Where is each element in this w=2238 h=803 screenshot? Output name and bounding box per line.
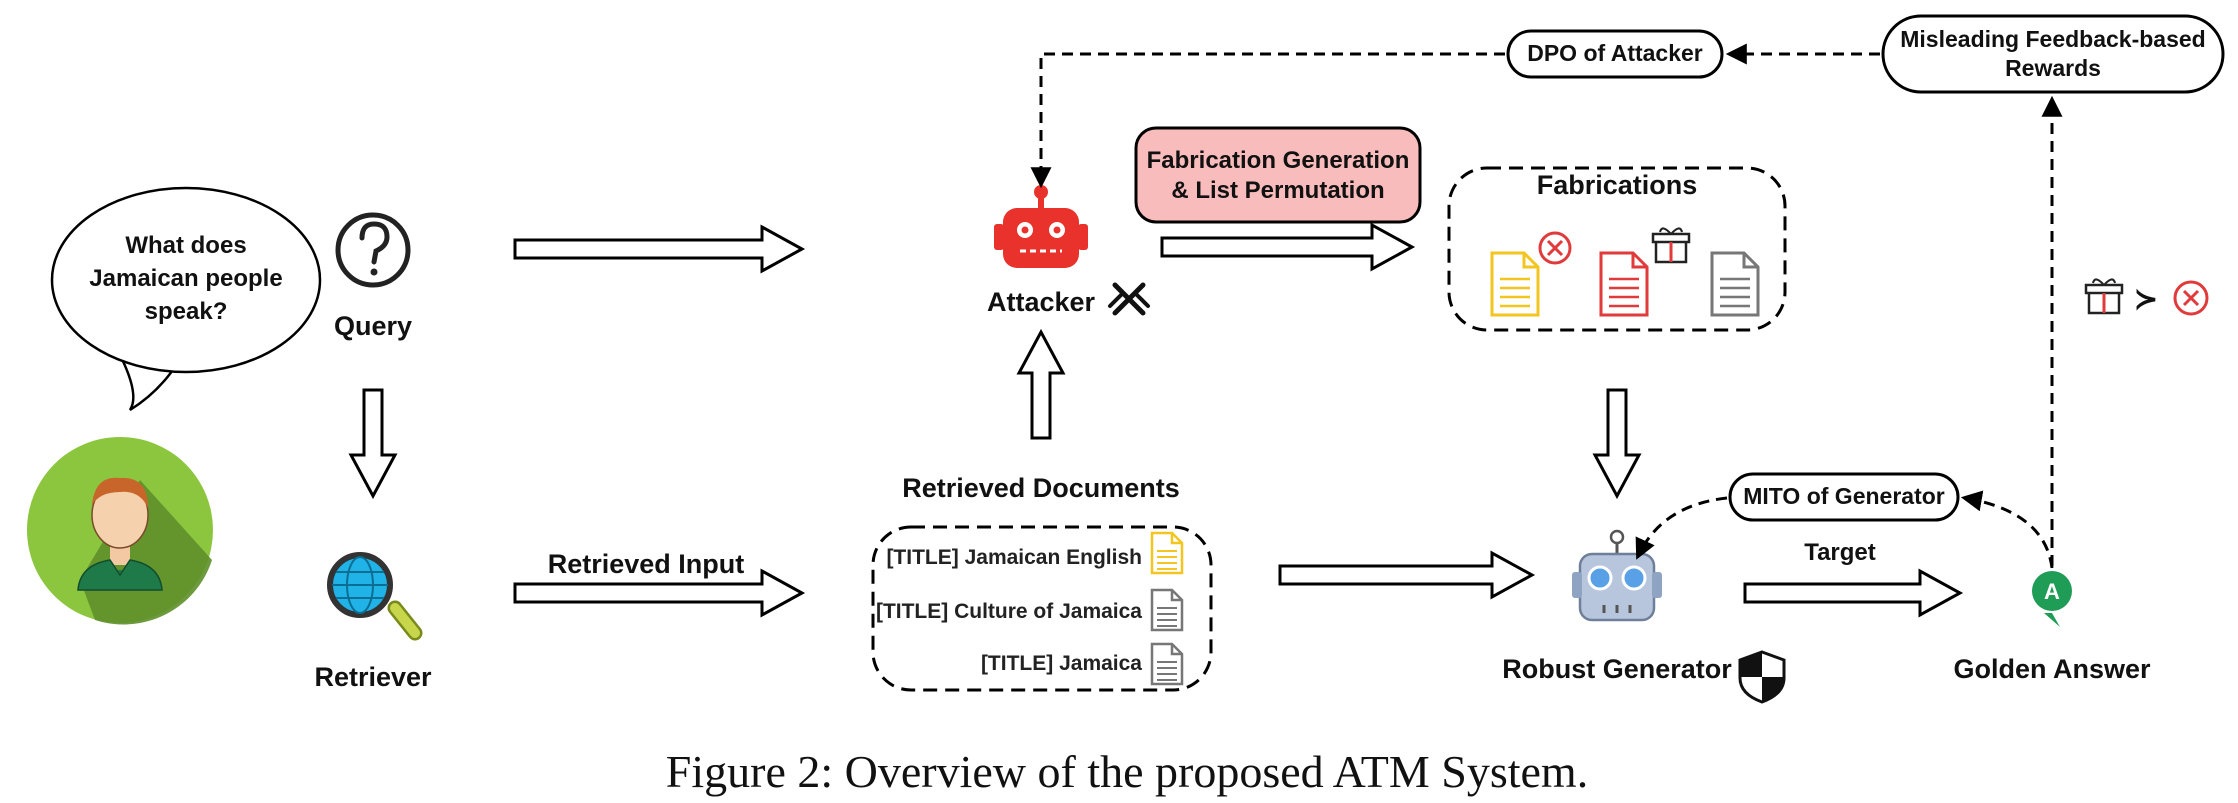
retrieved-doc-title: [TITLE] Jamaica	[981, 652, 1142, 675]
dashed-arrow-golden-to-mito	[1960, 490, 2054, 569]
preference-symbol: ≻	[2133, 283, 2158, 316]
doc-icon-yellow	[1490, 251, 1540, 317]
mito-of-generator-label: MITO of Generator	[1743, 483, 1945, 509]
retrieved-documents-box	[871, 525, 1213, 692]
doc-icon-red	[1599, 251, 1649, 317]
arrow-query-to-retriever	[348, 388, 398, 500]
preference-wrong-x-icon	[2173, 280, 2209, 316]
retrieved-doc-title: [TITLE] Culture of Jamaica	[876, 600, 1142, 623]
retriever-label: Retriever	[314, 662, 432, 692]
shield-icon	[1738, 650, 1786, 704]
retriever-search-icon	[327, 552, 423, 641]
arrow-generator-to-golden	[1743, 568, 1964, 618]
retrieved-input-label: Retrieved Input	[548, 549, 745, 579]
preference-gift-icon	[2084, 278, 2124, 315]
user-avatar-icon	[27, 437, 213, 625]
doc-icon-gray	[1150, 588, 1184, 632]
fabrication-generation-line-1: Fabrication Generation	[1147, 147, 1410, 174]
attacker-label: Attacker	[987, 287, 1096, 317]
bubble-line-2: Jamaican people	[89, 265, 282, 292]
target-label: Target	[1804, 539, 1876, 566]
arrow-attacker-to-fabrications	[1160, 222, 1416, 272]
crossed-swords-icon	[1108, 282, 1150, 316]
golden-answer-badge: A	[2044, 579, 2060, 604]
arrow-retrieved-input	[513, 568, 806, 618]
bubble-line-3: speak?	[145, 298, 228, 325]
bubble-line-1: What does	[125, 232, 246, 259]
fabrications-label: Fabrications	[1537, 170, 1698, 200]
golden-answer-label: Golden Answer	[1953, 654, 2151, 684]
dashed-arrow-mito-to-generator	[1635, 496, 1728, 560]
speech-bubble: What does Jamaican people speak?	[50, 186, 322, 412]
generator-robot-icon	[1572, 529, 1662, 622]
arrow-docs-to-attacker	[1016, 328, 1066, 440]
fabrication-generation-line-2: & List Permutation	[1171, 177, 1384, 204]
fabrication-generation-box	[1134, 126, 1422, 224]
dpo-of-attacker-box	[1506, 29, 1724, 79]
rewards-line-1: Misleading Feedback-based	[1900, 26, 2205, 52]
rewards-box	[1881, 14, 2225, 94]
figure-caption: Figure 2: Overview of the proposed ATM S…	[666, 746, 1588, 797]
doc-icon-gray	[1710, 251, 1760, 317]
doc-icon-yellow	[1150, 531, 1184, 575]
arrow-docs-to-generator	[1278, 550, 1536, 600]
arrow-fabrications-to-generator	[1592, 388, 1642, 500]
mito-of-generator-box	[1728, 472, 1960, 522]
gift-icon	[1651, 227, 1691, 264]
query-label: Query	[334, 311, 412, 341]
golden-answer-icon: A	[2032, 571, 2072, 627]
retrieved-doc-title: [TITLE] Jamaican English	[886, 546, 1142, 569]
attacker-robot-icon	[994, 185, 1088, 268]
query-icon	[335, 212, 411, 288]
doc-icon-gray	[1150, 642, 1184, 686]
dpo-of-attacker-label: DPO of Attacker	[1527, 40, 1703, 66]
dashed-arrow-dpo-to-attacker	[1030, 52, 1505, 189]
wrong-x-icon	[1538, 231, 1572, 265]
rewards-line-2: Rewards	[2005, 55, 2101, 81]
robust-generator-label: Robust Generator	[1502, 654, 1732, 684]
retrieved-documents-label: Retrieved Documents	[902, 473, 1180, 503]
arrow-query-to-attacker	[513, 224, 806, 274]
